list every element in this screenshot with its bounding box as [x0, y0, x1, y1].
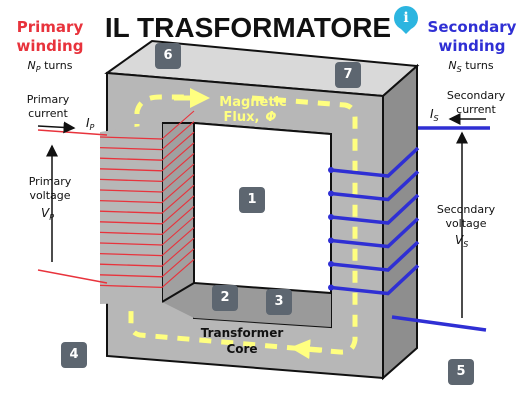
flux-label: Magnetic Flux,Φ: [219, 95, 286, 125]
primary-coil-back-turn: [161, 152, 195, 182]
primary-voltage-line2: voltage: [29, 189, 70, 202]
flux-label-line2: Flux,Φ: [224, 110, 277, 125]
primary-heading-line2: winding: [17, 37, 84, 55]
primary-coil-back-turn: [161, 227, 195, 257]
marker-6[interactable]: 6: [155, 43, 181, 69]
secondary-coil-turn: [330, 193, 420, 225]
primary-coil-turn: [99, 157, 163, 161]
secondary-current-line2: current: [456, 103, 496, 116]
primary-coil-back-turn: [161, 216, 195, 246]
primary-current-arrow: [37, 121, 76, 134]
primary-current-line1: Primary: [27, 93, 70, 106]
primary-coil-back-turn: [161, 110, 195, 140]
primary-coil-back-turn: [161, 205, 195, 235]
core-label-line2: Core: [226, 342, 257, 356]
primary-coil-turn: [99, 284, 163, 289]
secondary-coil-turns: [328, 146, 420, 296]
primary-coil-turn: [99, 231, 163, 236]
secondary-heading-line2: winding: [439, 37, 506, 55]
primary-coil-turn: [99, 263, 163, 267]
primary-coil-block: [100, 123, 162, 304]
secondary-lead-bottom: [391, 315, 487, 332]
primary-lead-bottom: [37, 269, 108, 284]
secondary-coil-turn: [330, 170, 420, 202]
marker-1[interactable]: 1: [239, 187, 265, 213]
primary-coil-turn: [99, 189, 163, 193]
primary-coil-turn: [99, 146, 163, 151]
secondary-voltage-symbol: VS: [455, 233, 468, 249]
primary-winding: [37, 110, 195, 304]
primary-current-symbol: IP: [86, 116, 95, 132]
secondary-current-symbol: IS: [430, 107, 439, 123]
primary-turns: NP turns: [28, 59, 73, 74]
primary-coil-back-turn: [161, 237, 195, 267]
core-label: Transformer Core: [201, 326, 284, 356]
secondary-voltage-line1: Secondary: [437, 203, 496, 216]
primary-coil-turn: [99, 221, 163, 225]
flux-label-line1: Magnetic: [219, 95, 286, 110]
primary-coil-back-turn: [161, 121, 195, 151]
secondary-coil-end: [328, 190, 334, 197]
primary-coil-back-turn: [161, 142, 195, 172]
page-title: IL TRASFORMATORE: [105, 12, 391, 43]
marker-7[interactable]: 7: [335, 62, 361, 88]
primary-heading-line1: Primary: [17, 18, 84, 36]
primary-coil-turn: [99, 168, 163, 172]
primary-coil-back-turn: [161, 131, 195, 161]
primary-coil-back-turn: [161, 258, 195, 288]
secondary-winding: [328, 113, 490, 332]
primary-voltage-line1: Primary: [29, 175, 72, 188]
primary-coil-back-turn: [161, 163, 195, 193]
info-pointer-icon: [400, 28, 412, 34]
core-window-inner-top: [162, 123, 194, 302]
marker-5[interactable]: 5: [448, 359, 474, 385]
marker-4[interactable]: 4: [61, 342, 87, 368]
marker-2[interactable]: 2: [212, 285, 238, 311]
core-label-line1: Transformer: [201, 326, 284, 340]
secondary-coil-turn: [330, 240, 420, 272]
primary-coil-turn: [99, 242, 163, 246]
secondary-turns: NS turns: [448, 59, 493, 74]
primary-coil-turn: [99, 252, 163, 257]
primary-coil-turns: [99, 110, 195, 289]
secondary-coil-end: [328, 261, 334, 267]
primary-coil-turn: [99, 136, 163, 140]
secondary-coil-end: [328, 167, 334, 173]
primary-coil-turn: [99, 274, 163, 278]
flux-arrow-bottom: [290, 339, 323, 360]
secondary-coil-end: [328, 214, 334, 220]
primary-coil-back-turn: [161, 184, 195, 214]
primary-voltage-symbol: VP: [41, 206, 54, 222]
primary-coil-turn: [99, 199, 163, 204]
secondary-heading-line1: Secondary: [428, 18, 517, 36]
primary-coil-turn: [99, 210, 163, 214]
secondary-labels: Secondary winding NS turns Secondary cur…: [428, 18, 517, 249]
secondary-coil-end: [328, 237, 334, 244]
primary-labels: Primary winding NP turns Primary current…: [17, 18, 95, 222]
secondary-current-line1: Secondary: [447, 89, 506, 102]
primary-coil-back-turn: [161, 248, 195, 278]
secondary-voltage-line2: voltage: [445, 217, 486, 230]
primary-lead-top: [37, 129, 108, 136]
marker-3[interactable]: 3: [266, 289, 292, 315]
primary-current-line2: current: [28, 107, 68, 120]
primary-coil-back-turn: [161, 195, 195, 225]
primary-coil-turn: [99, 178, 163, 183]
secondary-coil-turn: [330, 217, 420, 249]
secondary-coil-end: [328, 284, 334, 291]
secondary-coil-turn: [330, 264, 420, 296]
flux-loop: [128, 94, 358, 355]
magnetic-flux-path: [128, 88, 358, 360]
secondary-coil-turn: [330, 146, 420, 178]
info-icon[interactable]: i: [394, 6, 418, 30]
primary-coil-back-turn: [161, 174, 195, 204]
